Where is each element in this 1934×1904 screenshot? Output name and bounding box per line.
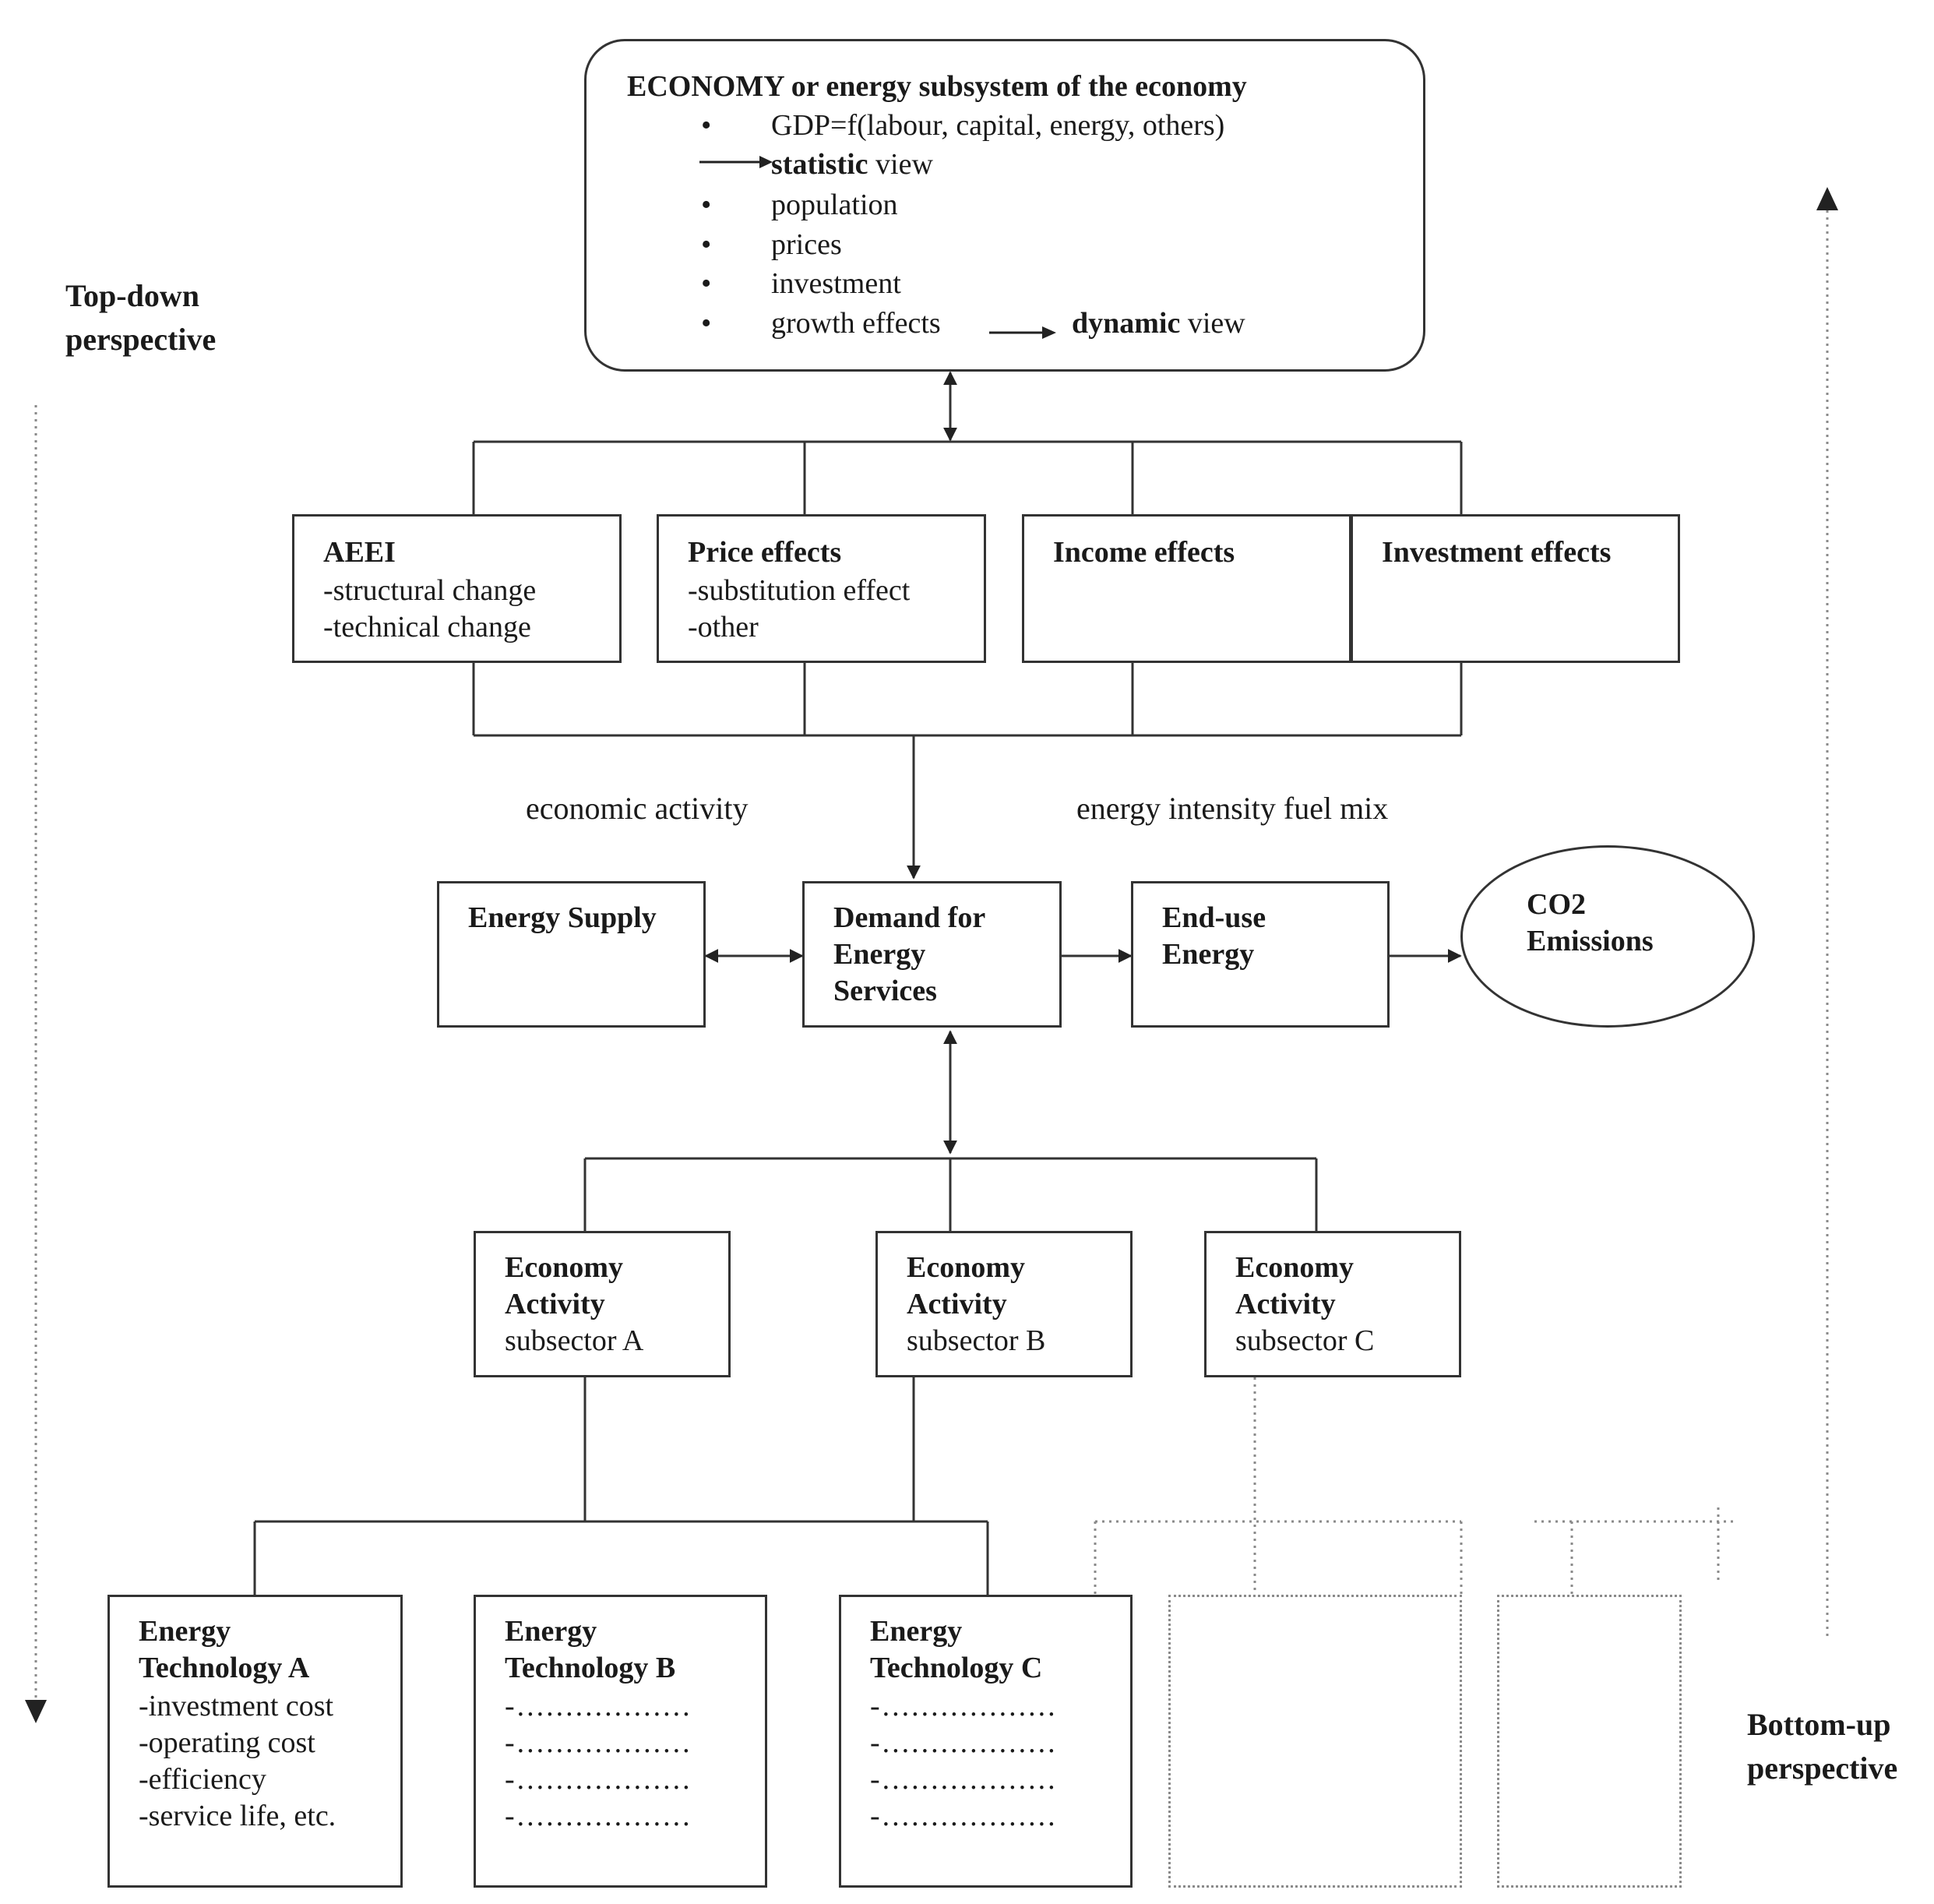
subsector-a-title: Economy Activity xyxy=(505,1251,623,1320)
bullet-icon: • xyxy=(701,109,712,142)
demand-box: Demand for Energy Services xyxy=(802,881,1062,1028)
economy-item-growth: growth effects xyxy=(771,307,941,340)
placeholder-technology-box xyxy=(1497,1595,1682,1888)
investment-effects-title: Investment effects xyxy=(1382,536,1612,569)
energy-supply-box: Energy Supply xyxy=(437,881,706,1028)
technology-a-title: Energy Technology A xyxy=(139,1615,310,1684)
technology-c-lines: -.................. -.................. … xyxy=(870,1690,1058,1832)
aeei-box: AEEI -structural change -technical chang… xyxy=(292,514,622,663)
energy-intensity-label: energy intensity fuel mix xyxy=(1076,791,1389,826)
subsector-c-box: Economy Activity subsector C xyxy=(1204,1231,1461,1377)
subsector-a-label: subsector A xyxy=(505,1324,644,1357)
subsector-b-label: subsector B xyxy=(907,1324,1046,1357)
subsector-b-box: Economy Activity subsector B xyxy=(875,1231,1133,1377)
price-effects-lines: -substitution effect -other xyxy=(688,574,911,643)
economy-item-prices: prices xyxy=(771,228,842,261)
technology-b-title: Energy Technology B xyxy=(505,1615,676,1684)
technology-a-lines: -investment cost -operating cost -effici… xyxy=(139,1690,336,1832)
price-effects-box: Price effects -substitution effect -othe… xyxy=(657,514,986,663)
end-use-label: End-use Energy xyxy=(1162,901,1266,971)
bullet-icon: • xyxy=(701,267,712,300)
dynamic-view-line: dynamic view xyxy=(1072,305,1245,342)
investment-effects-box: Investment effects xyxy=(1351,514,1680,663)
bullet-icon: • xyxy=(701,307,712,340)
end-use-box: End-use Energy xyxy=(1131,881,1390,1028)
bullet-icon: • xyxy=(701,189,712,221)
demand-label: Demand for Energy Services xyxy=(833,901,986,1007)
economy-title: ECONOMY or energy subsystem of the econo… xyxy=(627,70,1247,103)
energy-supply-label: Energy Supply xyxy=(468,901,657,934)
top-down-arrowhead xyxy=(25,1700,47,1723)
price-effects-title: Price effects xyxy=(688,536,842,569)
placeholder-technology-box xyxy=(1168,1595,1462,1888)
subsector-c-title: Economy Activity xyxy=(1235,1251,1354,1320)
economy-box xyxy=(584,39,1425,372)
subsector-a-box: Economy Activity subsector A xyxy=(474,1231,731,1377)
economy-item-population: population xyxy=(771,189,898,221)
statistic-view-line: statistic view xyxy=(771,146,933,183)
subsector-c-label: subsector C xyxy=(1235,1324,1375,1357)
statistic-view-label: view xyxy=(868,148,933,181)
statistic-label: statistic xyxy=(771,148,868,181)
income-effects-title: Income effects xyxy=(1053,536,1235,569)
income-effects-box: Income effects xyxy=(1022,514,1351,663)
dynamic-label: dynamic xyxy=(1072,307,1181,340)
bottom-up-label: Bottom-up perspective xyxy=(1747,1707,1898,1786)
economy-item-gdp: GDP=f(labour, capital, energy, others) xyxy=(771,109,1225,142)
technology-a-box: Energy Technology A -investment cost -op… xyxy=(107,1595,403,1888)
dynamic-view-label: view xyxy=(1180,307,1245,340)
bottom-up-arrowhead xyxy=(1816,187,1838,210)
technology-b-lines: -.................. -.................. … xyxy=(505,1690,692,1832)
top-down-label: Top-down perspective xyxy=(65,278,217,357)
technology-c-title: Energy Technology C xyxy=(870,1615,1043,1684)
subsector-b-title: Economy Activity xyxy=(907,1251,1025,1320)
bullet-icon: • xyxy=(701,228,712,261)
aeei-lines: -structural change -technical change xyxy=(323,574,537,643)
technology-b-box: Energy Technology B -.................. … xyxy=(474,1595,767,1888)
aeei-title: AEEI xyxy=(323,536,396,569)
economy-item-investment: investment xyxy=(771,267,901,300)
technology-c-box: Energy Technology C -.................. … xyxy=(839,1595,1133,1888)
economic-activity-label: economic activity xyxy=(526,791,749,826)
co2-label: CO2 Emissions xyxy=(1527,888,1654,957)
co2-emissions-ellipse: CO2 Emissions xyxy=(1460,845,1755,1028)
